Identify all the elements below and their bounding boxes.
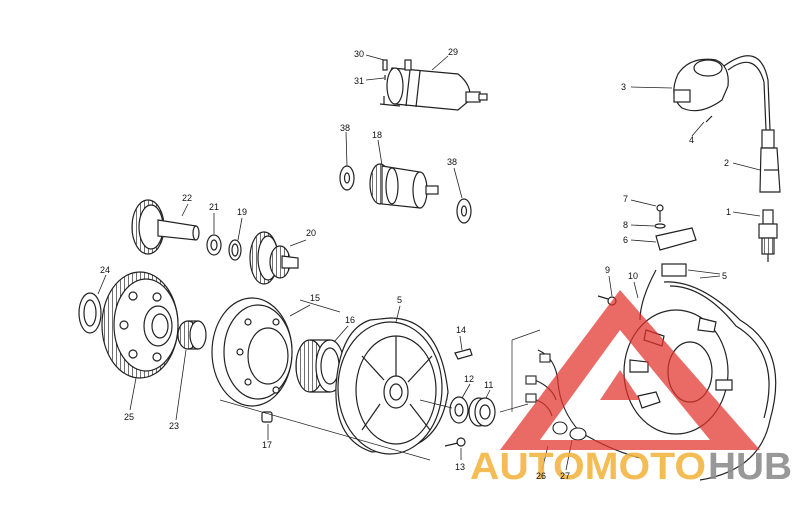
label-19: 19	[237, 207, 247, 217]
label-17: 17	[262, 440, 272, 450]
label-20: 20	[306, 228, 316, 238]
label-29: 29	[448, 47, 458, 57]
key-14	[454, 348, 473, 360]
assembly-axis-lines	[219, 299, 541, 461]
label-16: 16	[345, 315, 355, 325]
label-6: 6	[623, 235, 628, 245]
leader-lines	[97, 54, 761, 471]
label-5-rotor: 5	[397, 295, 402, 305]
label-22: 22	[182, 193, 192, 203]
freewheel-15	[211, 297, 293, 407]
label-4: 4	[689, 135, 694, 145]
spark-plug-cap	[759, 129, 781, 193]
label-5-upper: 5	[722, 271, 727, 281]
label-27: 27	[560, 471, 570, 481]
label-3: 3	[621, 82, 626, 92]
flywheel-rotor	[335, 317, 449, 455]
nut-11	[468, 397, 496, 427]
label-38-right: 38	[447, 157, 457, 167]
label-15: 15	[310, 293, 320, 303]
watermark-text-hub: HUB	[708, 446, 792, 488]
ring-19	[228, 239, 242, 261]
needle-bearing-23	[177, 320, 207, 350]
label-30: 30	[354, 49, 364, 59]
label-11: 11	[484, 380, 493, 390]
label-24: 24	[100, 265, 110, 275]
watermark-logo	[500, 290, 760, 450]
spark-plug	[758, 209, 778, 262]
bolt-13	[444, 437, 466, 447]
label-13: 13	[455, 462, 465, 472]
gear-25	[101, 271, 179, 379]
gear-20	[249, 231, 299, 285]
part-labels: 30 31 29 38 18 38 3 4 2 1 7 8 6 5 9 10 2…	[100, 47, 731, 481]
label-12: 12	[464, 374, 474, 384]
label-1: 1	[726, 207, 731, 217]
washer-38-right	[456, 198, 472, 224]
washer-38-left	[339, 165, 355, 191]
washer-21	[206, 234, 222, 256]
label-2: 2	[724, 158, 729, 168]
regulator-bracket	[654, 204, 697, 277]
label-10: 10	[628, 271, 638, 281]
label-18: 18	[372, 130, 382, 140]
washer-24	[78, 292, 102, 334]
label-7: 7	[623, 194, 628, 204]
watermark-triangle	[500, 290, 760, 450]
label-26: 26	[536, 471, 546, 481]
washer-12	[449, 396, 469, 424]
wiring-harness	[525, 349, 641, 459]
starter-drive-gear	[369, 163, 439, 209]
label-8: 8	[623, 220, 628, 230]
label-31: 31	[354, 76, 364, 86]
label-38-left: 38	[340, 123, 350, 133]
label-14: 14	[456, 325, 466, 335]
gear-22	[131, 199, 200, 255]
label-9: 9	[605, 265, 610, 275]
label-23: 23	[169, 421, 179, 431]
label-21: 21	[209, 202, 219, 212]
watermark-text-automoto: AUTOMOTO	[470, 446, 706, 488]
label-25: 25	[124, 412, 134, 422]
ignition-coil	[673, 55, 771, 131]
starter-motor	[379, 59, 488, 111]
